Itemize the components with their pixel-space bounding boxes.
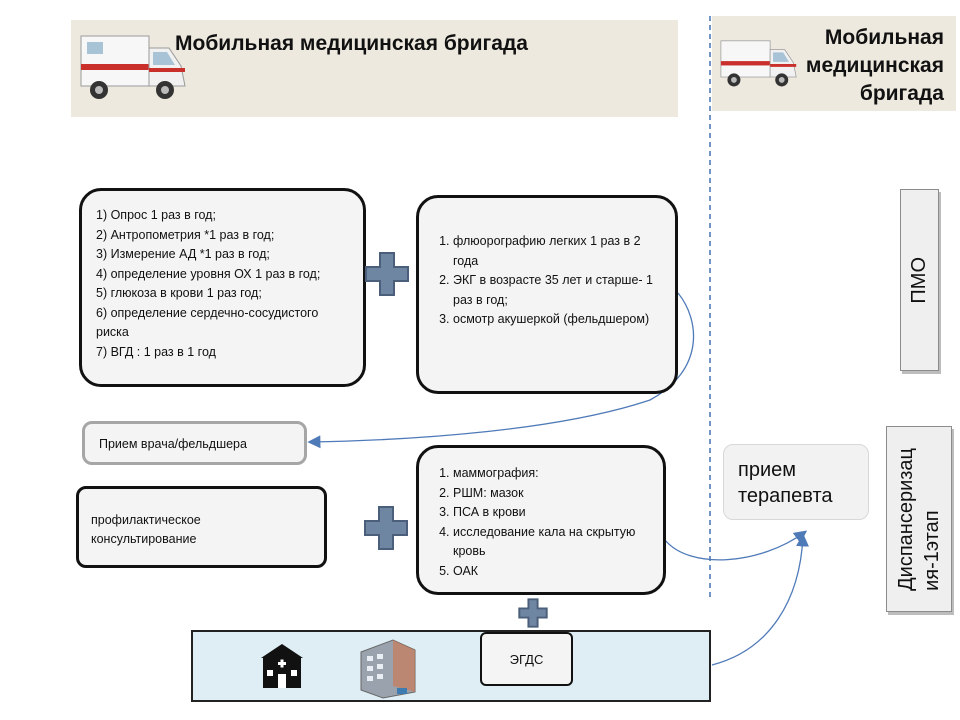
- exams-list: флюорографию легких 1 раз в 2 года ЭКГ в…: [433, 232, 663, 330]
- arrow-screening-to-therapist: [664, 530, 808, 561]
- clinic-building-icon: [360, 639, 416, 699]
- plus-icon: [364, 506, 408, 550]
- pmo-label: ПМО: [908, 256, 930, 304]
- dispanserization-line: ия-1этап: [921, 509, 943, 591]
- arrow-to-reception: [307, 292, 695, 449]
- exams-item: флюорографию легких 1 раз в 2 года: [453, 232, 663, 271]
- banner-right: Мобильная медицинская бригада: [712, 16, 956, 111]
- ambulance-icon: [720, 40, 797, 87]
- banner-left: Мобильная медицинская бригада: [71, 20, 678, 117]
- screening-list: маммография: РШМ: мазок ПСА в крови иссл…: [433, 464, 653, 581]
- checks-item: 6) определение сердечно-сосудистого риск…: [96, 305, 319, 340]
- egds-box: ЭГДС: [480, 632, 573, 686]
- bottom-panel: ЭГДС: [191, 630, 711, 702]
- pmo-side-box: ПМО: [900, 189, 939, 371]
- reception-label: Прием врача/фельдшера: [99, 437, 247, 451]
- reception-box: Прием врача/фельдшера: [82, 421, 307, 465]
- checks-item: 7) ВГД : 1 раз в 1 год: [96, 344, 216, 359]
- banner-left-title: Мобильная медицинская бригада: [175, 32, 528, 55]
- checks-item: 1) Опрос 1 раз в год;: [96, 208, 216, 222]
- exams-item: ЭКГ в возрасте 35 лет и старше- 1 раз в …: [453, 271, 663, 310]
- checks-item: 4) определение уровня ОХ 1 раз в год;: [96, 266, 321, 281]
- egds-label: ЭГДС: [509, 651, 544, 667]
- exams-item: осмотр акушеркой (фельдшером): [453, 310, 663, 330]
- dispanserization-line: Диспансеризац: [895, 447, 917, 591]
- banner-right-title: Мобильная медицинская бригада: [806, 24, 944, 108]
- dispanserization-side-box: Диспансеризац ия-1этап: [886, 426, 952, 612]
- consult-label: профилактическое консультирование: [91, 513, 201, 546]
- exams-box: флюорографию легких 1 раз в 2 года ЭКГ в…: [416, 195, 678, 394]
- arrow-panel-to-therapist: [711, 533, 810, 666]
- screening-box: маммография: РШМ: мазок ПСА в крови иссл…: [416, 445, 666, 595]
- plus-icon: [365, 252, 409, 296]
- therapist-box: прием терапевта: [723, 444, 869, 520]
- screening-item: ОАК: [453, 562, 653, 582]
- checks-item: 3) Измерение АД *1 раз в год;: [96, 247, 270, 261]
- checks-item: 5) глюкоза в крови 1 раз год;: [96, 286, 262, 300]
- banner-right-line: Мобильная: [824, 26, 944, 49]
- screening-item: ПСА в крови: [453, 503, 653, 523]
- therapist-label: прием терапевта: [738, 459, 833, 507]
- checks-item: 2) Антропометрия *1 раз в год;: [96, 227, 275, 242]
- banner-right-line: бригада: [859, 82, 944, 105]
- screening-item: исследование кала на скрытую кровь: [453, 523, 653, 562]
- ambulance-icon: [80, 35, 186, 99]
- banner-right-line: медицинская: [805, 54, 944, 77]
- consult-box: профилактическое консультирование: [76, 486, 327, 568]
- checks-box: 1) Опрос 1 раз в год; 2) Антропометрия *…: [79, 188, 366, 387]
- screening-item: РШМ: мазок: [453, 484, 653, 504]
- screening-item: маммография:: [453, 464, 653, 484]
- hospital-icon: [261, 644, 303, 688]
- dispanserization-label: Диспансеризац ия-1этап: [893, 448, 945, 591]
- plus-icon: [518, 598, 548, 628]
